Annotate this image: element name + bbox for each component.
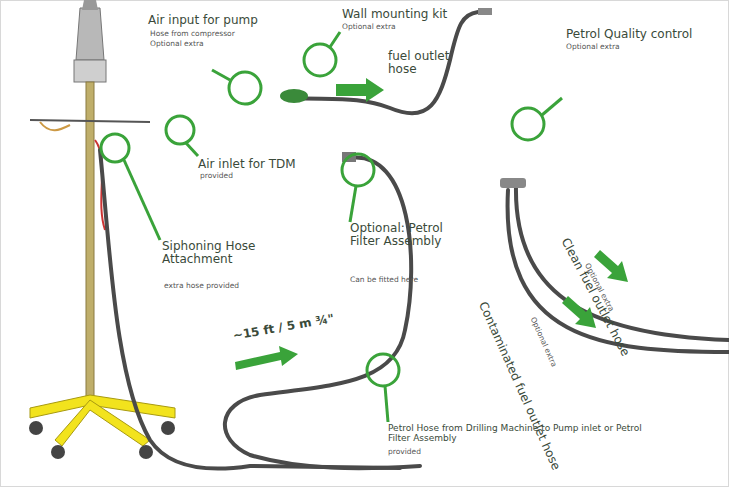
- part-name: Optional: Petrol Filter Assembly: [350, 222, 450, 248]
- note: Optional extra: [342, 23, 422, 31]
- callout-rings: [101, 32, 562, 422]
- note: provided: [200, 172, 280, 180]
- note: Can be fitted here: [350, 276, 440, 284]
- part-name: Petrol Hose from Drilling Machine to Pum…: [388, 424, 648, 444]
- part-name: Air input for pump: [148, 14, 258, 27]
- fittings: [280, 8, 526, 188]
- part-name: Wall mounting kit: [342, 8, 462, 21]
- note: extra hose provided: [164, 282, 274, 290]
- part-name: Petrol Quality control: [566, 28, 716, 41]
- part-name: Air inlet for TDM: [198, 158, 318, 171]
- note: Optional extra: [150, 40, 240, 48]
- note: provided: [388, 448, 468, 456]
- pump-trolley: [29, 0, 175, 459]
- part-name: Siphoning Hose Attachment: [162, 240, 262, 266]
- note: Hose from compressor: [150, 30, 240, 38]
- part-name: fuel outlet hose: [388, 50, 450, 76]
- note: Optional extra: [566, 43, 646, 51]
- hoses: [100, 12, 729, 469]
